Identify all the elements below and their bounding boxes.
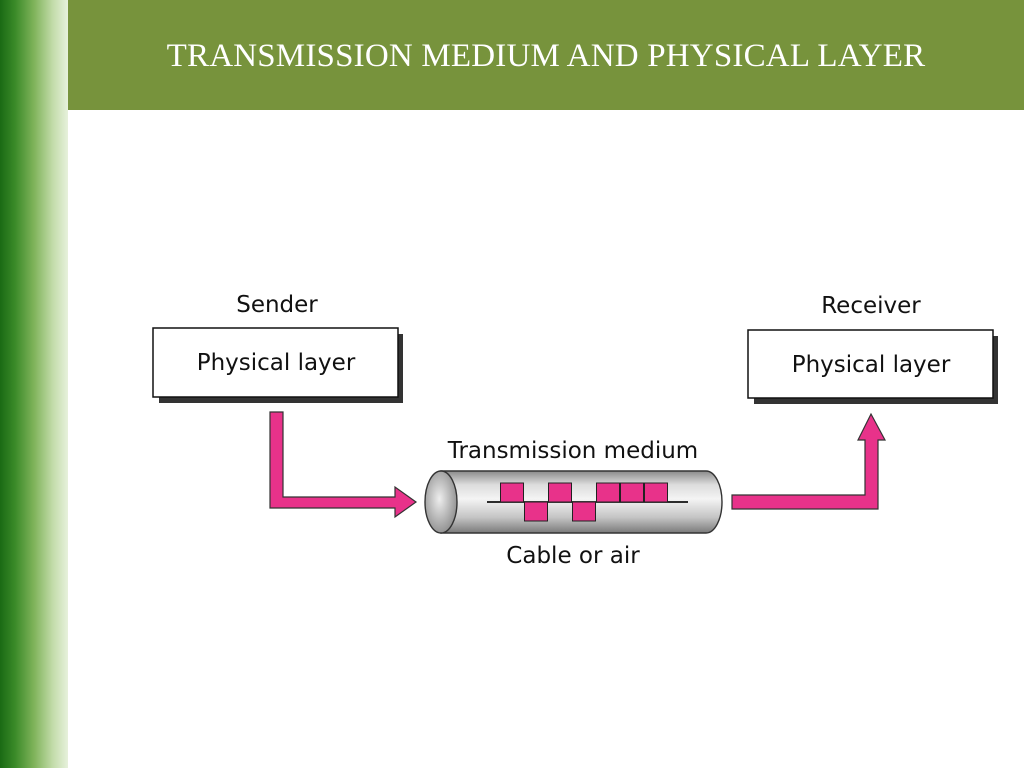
receiver-box bbox=[747, 329, 994, 399]
receiver-box-label: Physical layer bbox=[792, 352, 951, 378]
sender-heading: Sender bbox=[236, 292, 318, 318]
left-decorative-bar bbox=[0, 0, 68, 768]
signal-bit bbox=[620, 482, 644, 503]
digital-signal bbox=[487, 482, 688, 522]
signal-bit bbox=[596, 482, 620, 503]
signal-bit bbox=[644, 482, 668, 503]
signal-bit bbox=[548, 482, 572, 503]
signal-bit bbox=[524, 501, 548, 522]
medium-to-receiver-arrow bbox=[731, 412, 887, 510]
title-bar: TRANSMISSION MEDIUM AND PHYSICAL LAYER bbox=[68, 0, 1024, 110]
sender-to-medium-arrow bbox=[269, 411, 418, 519]
sender-box-label: Physical layer bbox=[197, 350, 356, 376]
slide-title: TRANSMISSION MEDIUM AND PHYSICAL LAYER bbox=[166, 38, 926, 74]
receiver-heading: Receiver bbox=[821, 293, 921, 319]
signal-bit bbox=[572, 501, 596, 522]
signal-bit bbox=[500, 482, 524, 503]
medium-caption: Cable or air bbox=[506, 543, 640, 569]
medium-heading: Transmission medium bbox=[447, 438, 698, 464]
sender-box bbox=[152, 327, 399, 398]
